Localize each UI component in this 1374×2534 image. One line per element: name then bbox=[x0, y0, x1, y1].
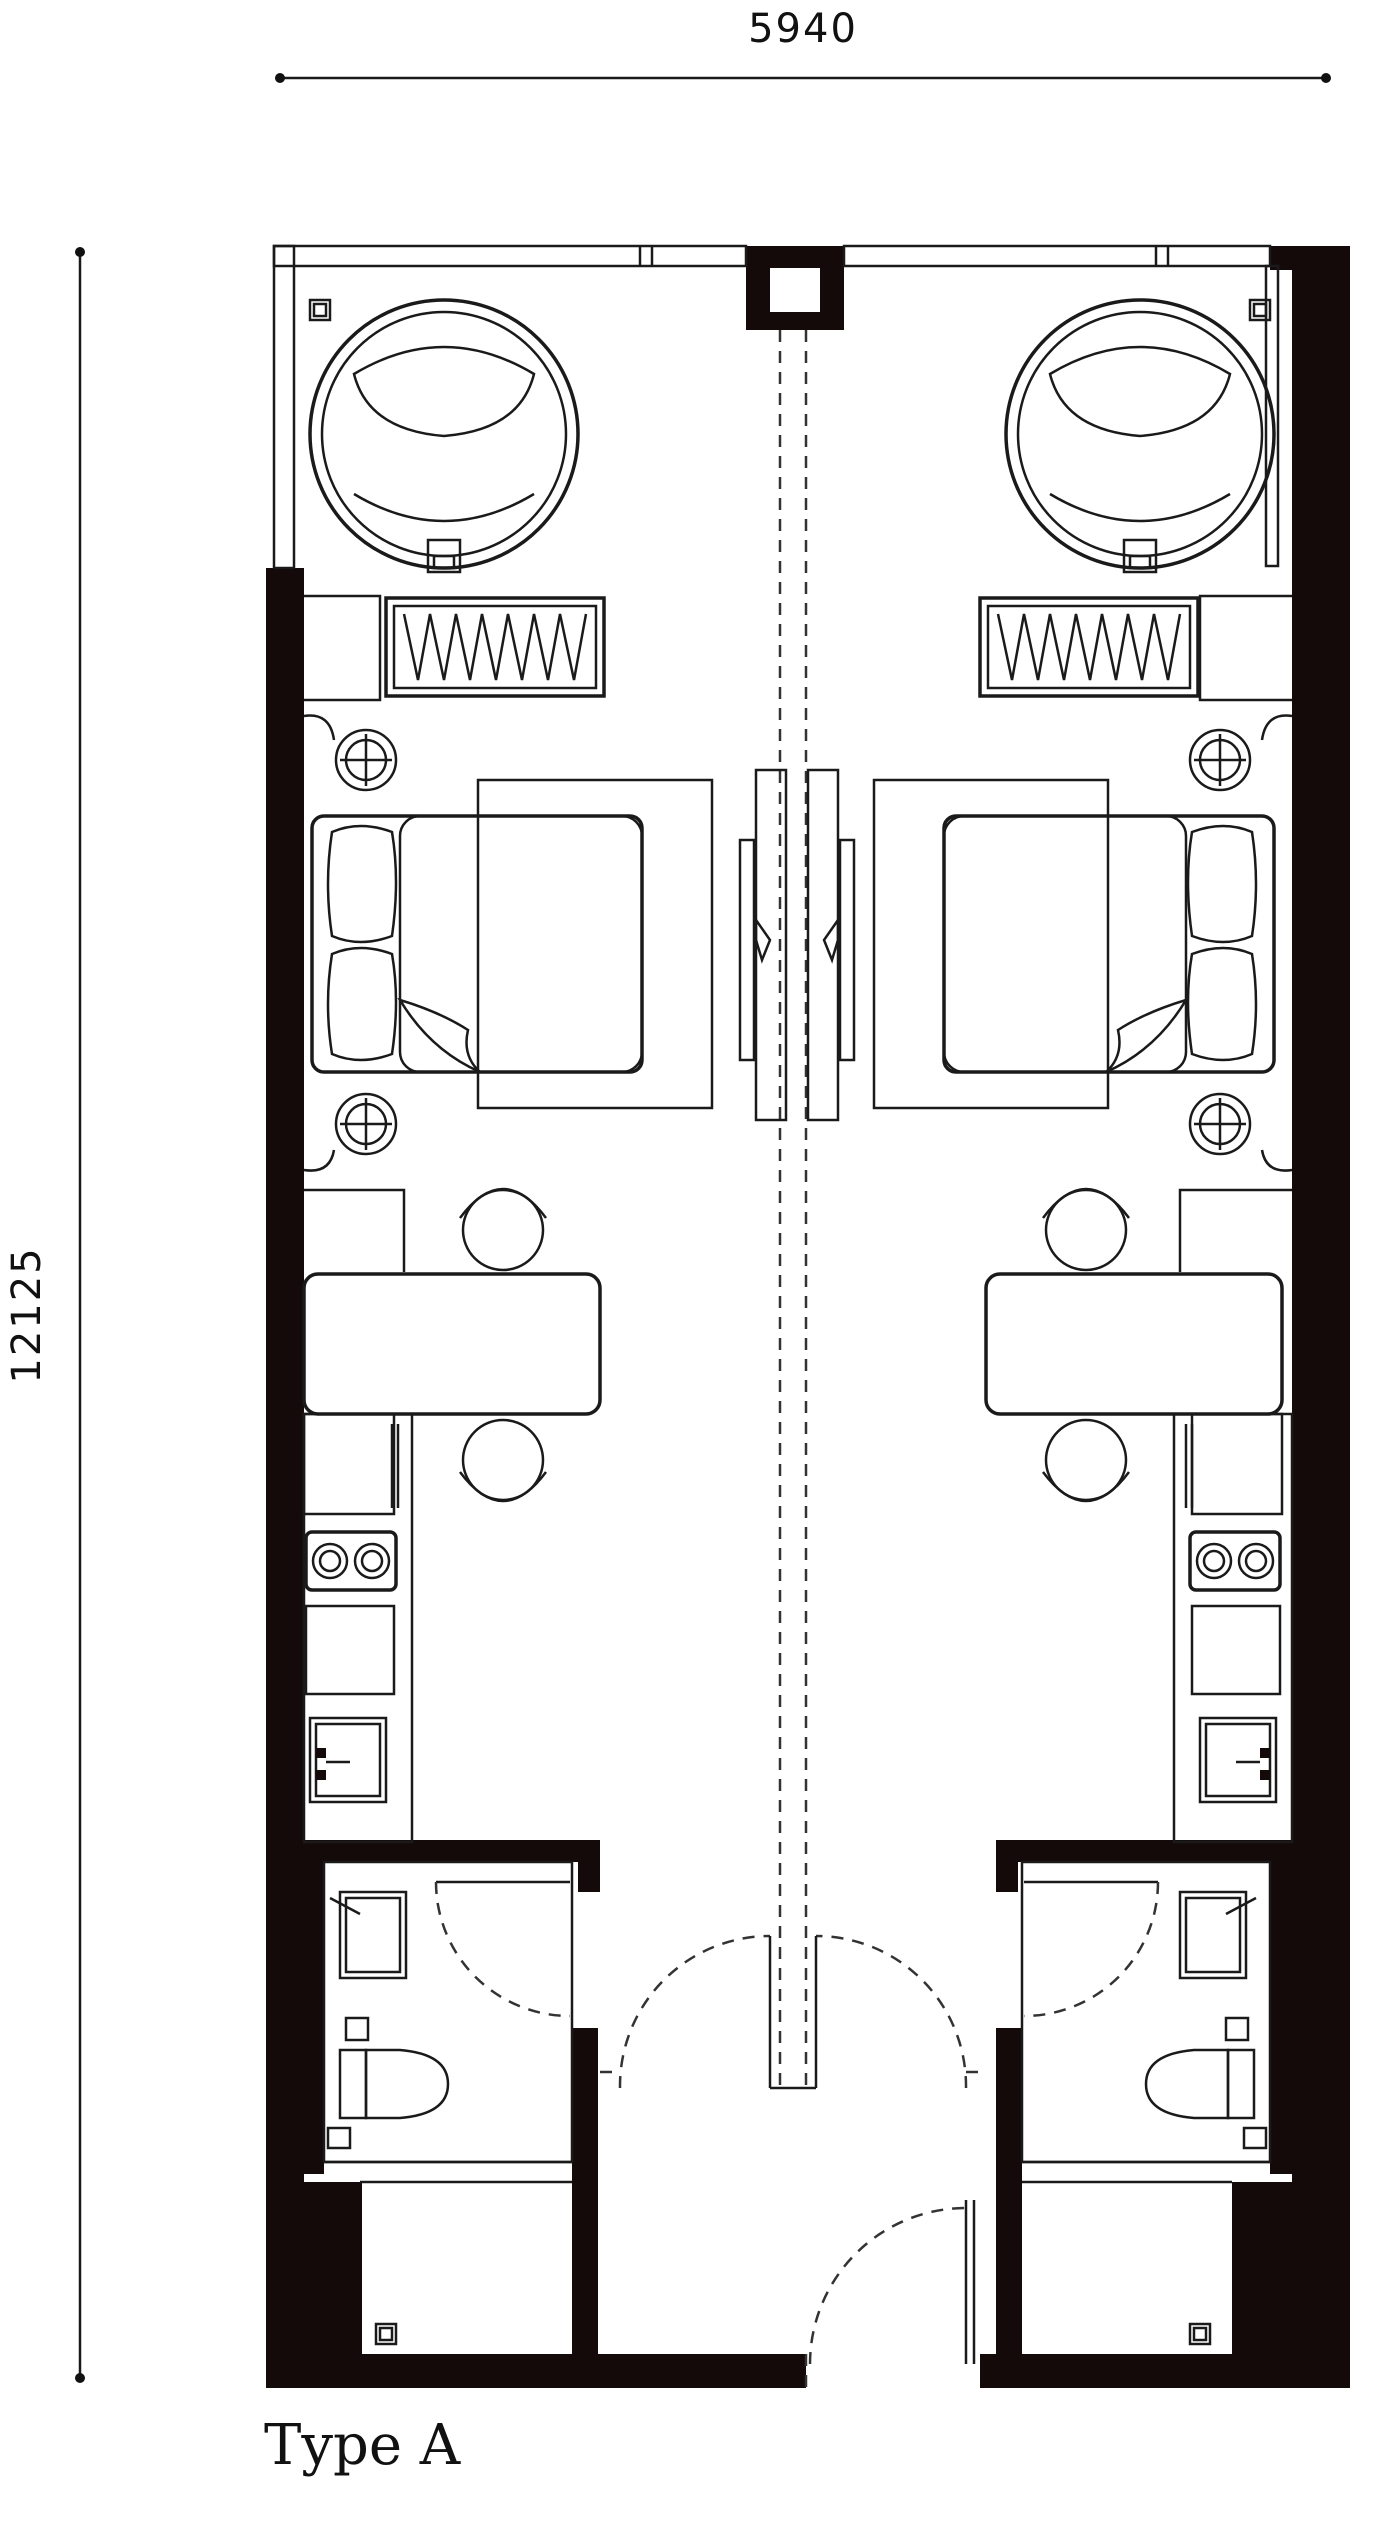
balcony-railing bbox=[272, 244, 1280, 570]
sliding-panels bbox=[738, 768, 856, 1122]
lamp-icon bbox=[303, 714, 1293, 1172]
doors bbox=[434, 1880, 1160, 2388]
bed-left bbox=[310, 778, 714, 1110]
bathroom-right bbox=[1020, 1860, 1272, 2184]
center-dashed-wall bbox=[778, 330, 808, 2088]
washing-machine-left bbox=[308, 298, 580, 574]
desk-left bbox=[302, 1187, 602, 1503]
room-partitions bbox=[304, 594, 1292, 702]
width-label: 5940 bbox=[748, 6, 858, 52]
plan-type-label: Type A bbox=[264, 2413, 461, 2478]
drain-icon bbox=[308, 298, 1272, 2346]
wardrobe-left bbox=[384, 596, 606, 698]
walls bbox=[266, 246, 1350, 2388]
washing-machine-right bbox=[1004, 298, 1276, 574]
bathroom-left bbox=[322, 1860, 574, 2184]
height-label: 12125 bbox=[4, 1246, 50, 1383]
wardrobe-right bbox=[978, 596, 1200, 698]
width-dimension: 5940 bbox=[275, 6, 1331, 83]
kitchenette-right bbox=[1172, 1412, 1294, 1844]
height-dimension: 12125 bbox=[4, 247, 85, 2383]
kitchenette-left bbox=[302, 1412, 414, 1844]
bed-right bbox=[872, 778, 1276, 1110]
desk-right bbox=[984, 1187, 1292, 1503]
